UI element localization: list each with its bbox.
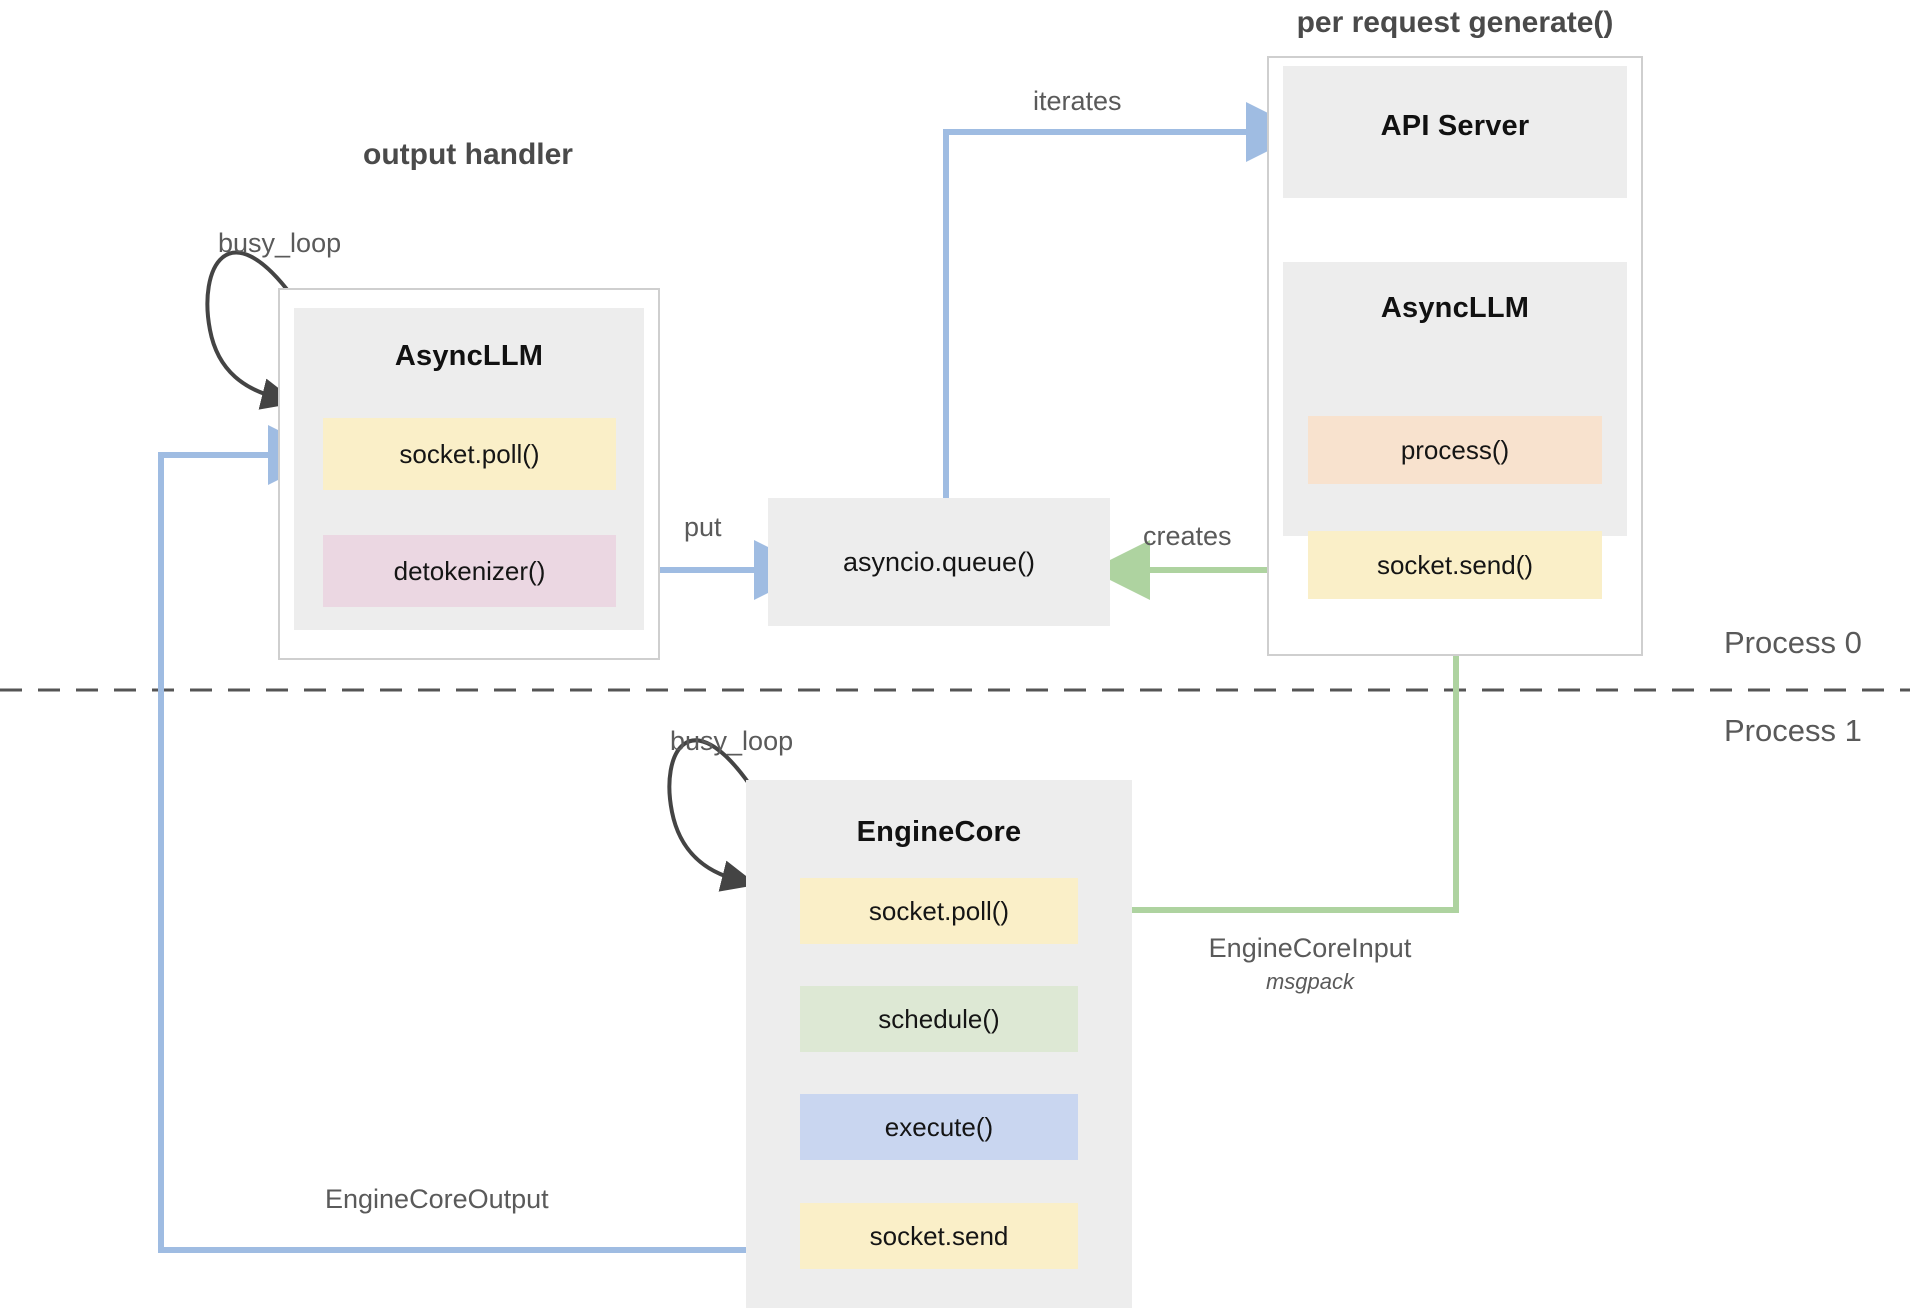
put-label: put — [684, 512, 722, 542]
asyncio-queue-label: asyncio.queue() — [842, 546, 1036, 577]
busy-loop-label-left: busy_loop — [218, 228, 342, 258]
iterates-label: iterates — [1033, 86, 1122, 116]
enginecore-title: EngineCore — [856, 816, 1022, 848]
chip-enginecore-socket-send[interactable]: socket.send — [800, 1203, 1078, 1269]
asyncllm-output-title: AsyncLLM — [394, 340, 544, 372]
chip-asyncllm-socket-send[interactable]: socket.send() — [1308, 531, 1602, 599]
chip-asyncllm-process[interactable]: process() — [1308, 416, 1602, 484]
per-request-title: per request generate() — [1296, 6, 1614, 39]
engine-core-output-label: EngineCoreOutput — [325, 1184, 549, 1214]
iterates-arrow — [943, 102, 1306, 500]
chip-enginecore-execute[interactable]: execute() — [800, 1094, 1078, 1160]
api-server-box[interactable]: API Server — [1283, 66, 1627, 198]
chip-enginecore-schedule[interactable]: schedule() — [800, 986, 1078, 1052]
creates-label: creates — [1143, 521, 1232, 551]
process-0-label: Process 0 — [1724, 625, 1862, 660]
engine-core-input-sublabel: msgpack — [1265, 969, 1355, 994]
engine-core-input-label: EngineCoreInput — [1208, 933, 1412, 963]
chip-asyncllm-detokenizer[interactable]: detokenizer() — [323, 535, 616, 607]
asyncllm-request-box: AsyncLLM — [1283, 262, 1627, 536]
chip-enginecore-socket-poll[interactable]: socket.poll() — [800, 878, 1078, 944]
output-handler-title: output handler — [363, 138, 573, 171]
process-1-label: Process 1 — [1724, 713, 1862, 748]
asyncllm-request-title: AsyncLLM — [1380, 292, 1530, 324]
chip-asyncllm-socket-poll[interactable]: socket.poll() — [323, 418, 616, 490]
busy-loop-arrow-enginecore — [667, 738, 758, 892]
asyncio-queue-box[interactable]: asyncio.queue() — [768, 498, 1110, 626]
api-server-title: API Server — [1380, 110, 1530, 142]
busy-loop-label-enginecore: busy_loop — [670, 726, 794, 756]
